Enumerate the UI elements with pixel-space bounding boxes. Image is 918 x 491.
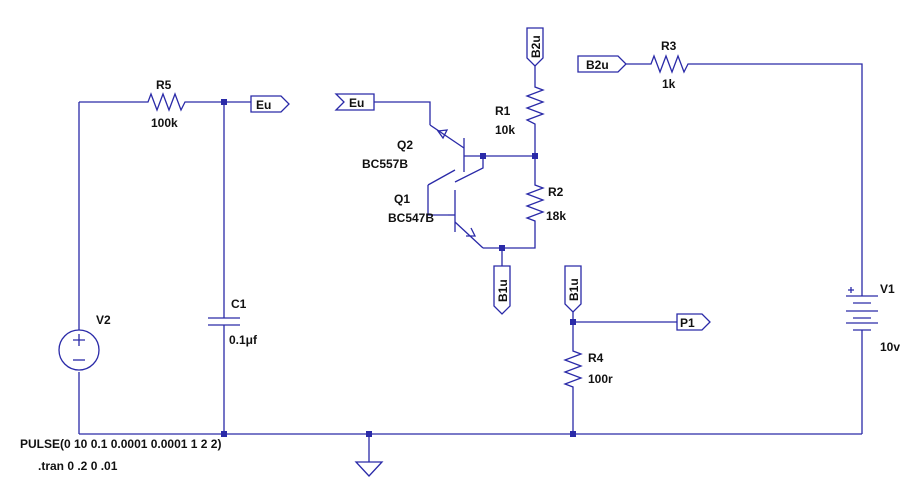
net-flag-b2u-top[interactable]: B2u [526, 27, 544, 67]
resistor-r5[interactable]: R5 100k [143, 78, 191, 130]
v2-name: V2 [96, 313, 111, 327]
q2-name: Q2 [397, 138, 413, 152]
svg-text:P1: P1 [680, 316, 695, 330]
svg-text:B2u: B2u [586, 58, 609, 72]
battery-v1[interactable]: V1 10v [846, 282, 900, 354]
transistor-q1[interactable]: Q1 BC547B [388, 190, 484, 249]
q1-model: BC547B [388, 211, 434, 225]
svg-text:B2u: B2u [529, 35, 543, 58]
c1-value: 0.1μf [229, 333, 258, 347]
svg-text:Eu: Eu [256, 98, 271, 112]
v1-name: V1 [880, 282, 895, 296]
junction-dot [366, 431, 372, 437]
net-flag-p1[interactable]: P1 [676, 313, 711, 331]
junction-dot [221, 99, 227, 105]
r5-value: 100k [151, 116, 178, 130]
svg-text:Eu: Eu [349, 96, 364, 110]
r2-value: 18k [546, 209, 566, 223]
junction-dot [570, 319, 576, 325]
voltage-source-v2[interactable]: V2 [58, 313, 111, 371]
junction-dot [532, 153, 538, 159]
resistor-r4[interactable]: R4 100r [563, 346, 613, 392]
junction-dot [499, 245, 505, 251]
svg-text:B1u: B1u [567, 278, 581, 301]
ground-symbol[interactable] [354, 461, 384, 477]
r1-value: 10k [495, 123, 515, 137]
r1-name: R1 [495, 104, 511, 118]
resistor-r3[interactable]: R3 1k [646, 39, 693, 91]
q2-model: BC557B [362, 157, 408, 171]
junction-dot [221, 431, 227, 437]
r3-value: 1k [662, 77, 676, 91]
r2-name: R2 [548, 185, 564, 199]
r3-name: R3 [661, 39, 677, 53]
resistor-r2[interactable]: R2 18k [525, 180, 566, 226]
v1-value: 10v [880, 340, 900, 354]
c1-name: C1 [231, 297, 247, 311]
net-flag-b1u-left[interactable]: B1u [493, 265, 511, 315]
svg-text:B1u: B1u [496, 279, 510, 302]
transistor-q2[interactable]: Q2 BC557B [362, 124, 483, 172]
net-flag-eu-in[interactable]: Eu [334, 93, 375, 111]
r4-name: R4 [588, 351, 604, 365]
pulse-directive[interactable]: PULSE(0 10 0.1 0.0001 0.0001 1 2 2) [20, 437, 221, 451]
wires [78, 63, 863, 462]
capacitor-c1[interactable]: C1 0.1μf [208, 297, 258, 347]
net-flag-b1u-right[interactable]: B1u [564, 265, 582, 313]
resistor-r1[interactable]: R1 10k [495, 82, 545, 137]
q1-name: Q1 [394, 192, 410, 206]
tran-directive[interactable]: .tran 0 .2 0 .01 [38, 459, 118, 473]
net-flag-b2u-left[interactable]: B2u [577, 55, 627, 73]
junction-dot [570, 431, 576, 437]
r4-value: 100r [588, 372, 613, 386]
r5-name: R5 [156, 78, 172, 92]
net-flag-eu-out[interactable]: Eu [250, 95, 290, 113]
